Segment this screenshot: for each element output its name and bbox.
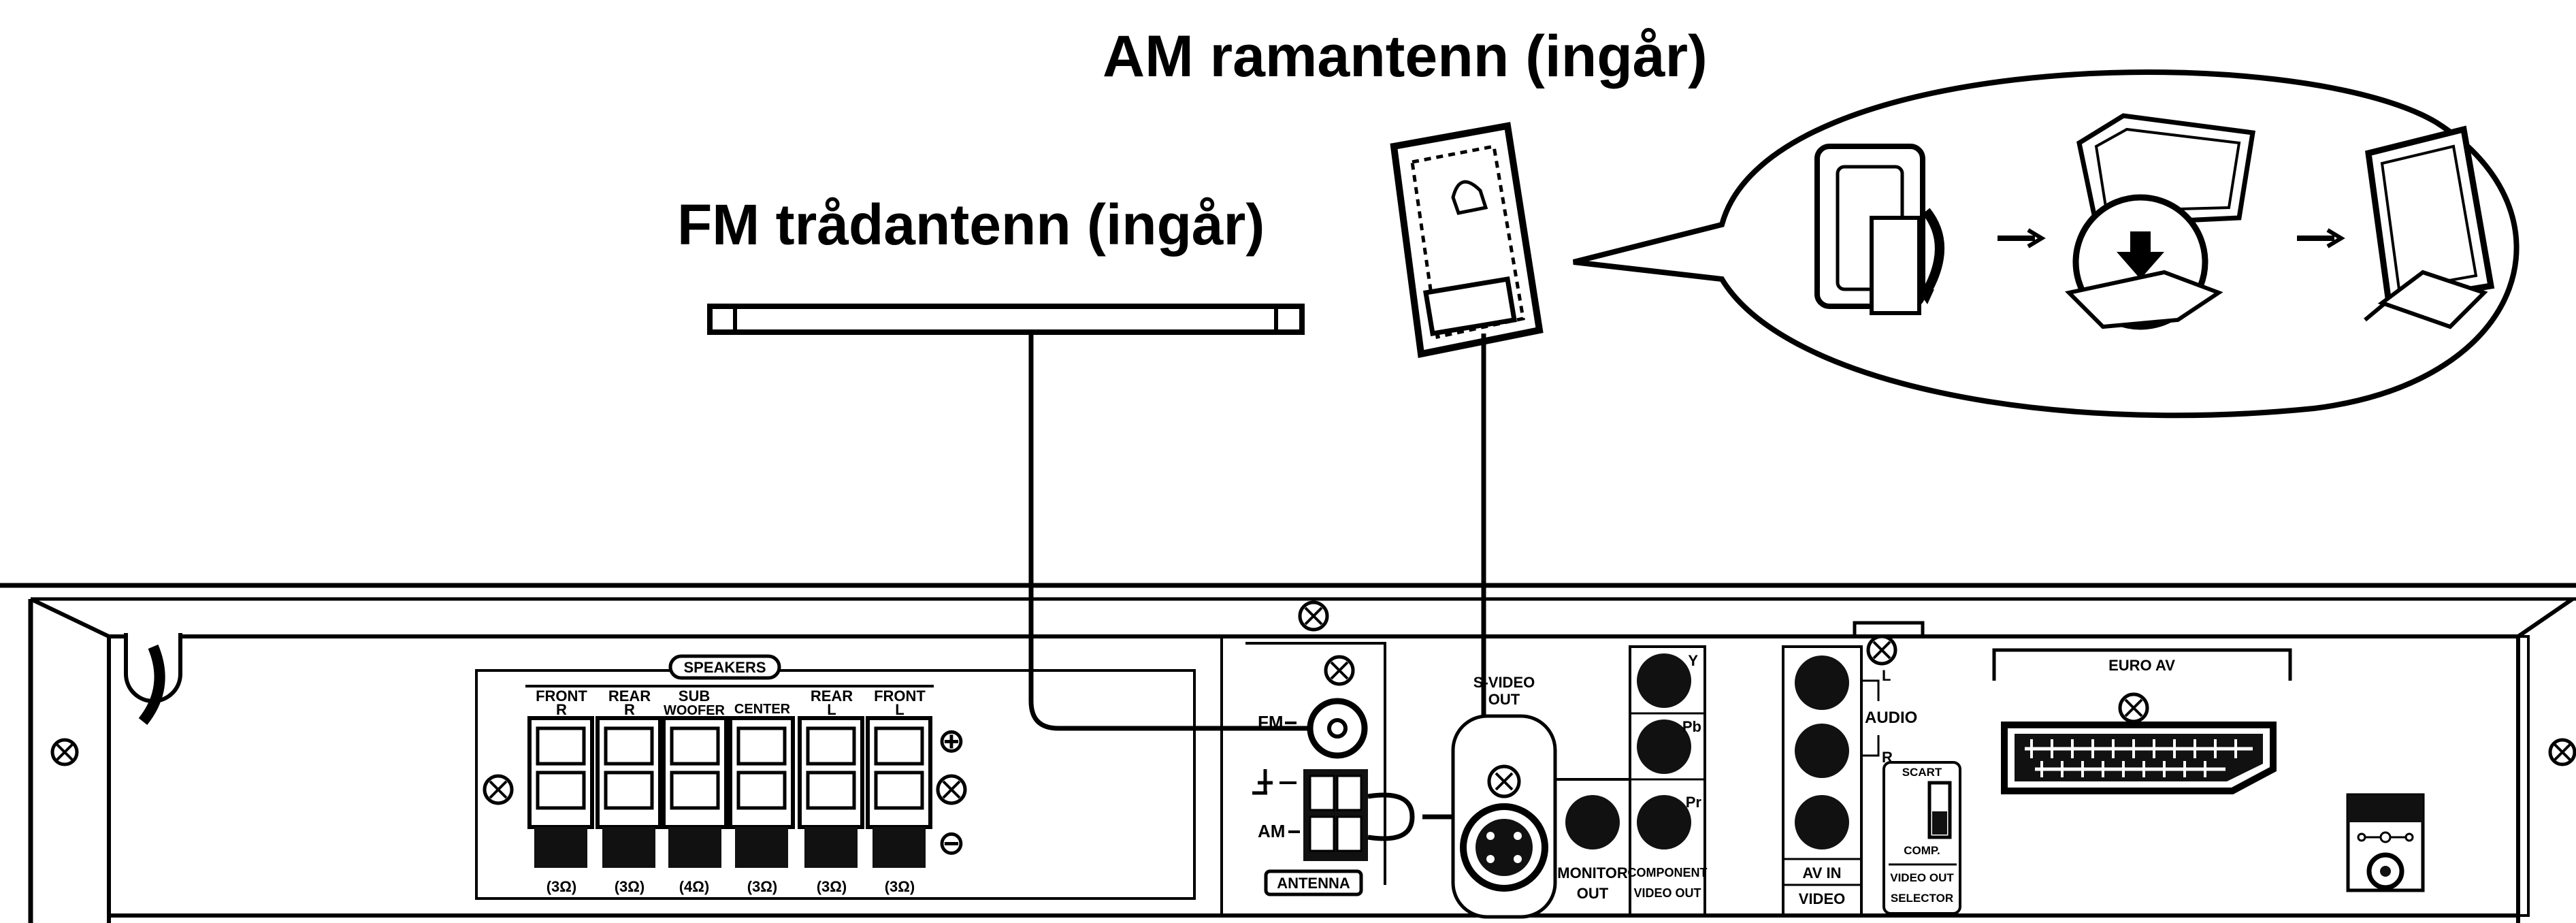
monitor-out-jack [1565,795,1620,849]
av-in-label: AV IN [1802,864,1841,881]
receiver-back-panel [0,583,2576,923]
fm-cable [1028,332,1320,731]
component-pb-jack [1637,719,1691,774]
component-pb-label: Pb [1682,718,1701,735]
monitor-component-block: MONITOR OUT Y Pb Pr COMPONENT VIDEO OUT [1555,645,1708,917]
channel-impedance: (3Ω) [747,878,778,895]
selector-label-1: VIDEO OUT [1890,871,1954,884]
channel-label-2: WOOFER [664,703,725,718]
antenna-terminals: FM AM ANTENNA [1245,642,1415,896]
av-video-label: VIDEO [1799,890,1845,907]
speaker-channel: REAR L (3Ω) [798,687,864,895]
audio-l-jack [1795,655,1849,710]
speakers-block: SPEAKERS FRONT R (3Ω) REAR R (3Ω) [483,654,967,895]
minus-symbol: ⊖ [937,824,966,862]
audio-r-jack [1795,724,1849,778]
euro-av-block: EURO AV [1992,648,2292,794]
euro-av-label: EURO AV [2108,657,2175,674]
component-pr-label: Pr [1686,794,1702,811]
monitor-label-2: OUT [1577,885,1609,902]
antenna-label: ANTENNA [1277,875,1350,892]
channel-impedance: (3Ω) [547,878,577,895]
speaker-channel: SUB WOOFER (4Ω) [662,687,728,895]
selector-scart-label: SCART [1902,766,1942,779]
channel-impedance: (3Ω) [817,878,847,895]
component-label-1: COMPONENT [1628,866,1708,879]
step1-antenna-icon [1814,144,1944,315]
component-y-label: Y [1688,652,1698,669]
scart-pins [2025,739,2253,777]
power-jack [2346,793,2425,892]
svideo-label-1: S-VIDEO [1473,674,1535,691]
step3-antenna-icon [2364,125,2495,329]
channel-label-2: L [895,701,904,718]
channel-label-2: R [624,701,635,718]
am-terminal-label: AM [1258,821,1285,841]
step2-antenna-icon [2064,113,2256,330]
speakers-header: SPEAKERS [683,659,766,676]
selector-label-2: SELECTOR [1891,892,1953,905]
component-y-jack [1637,653,1691,708]
svideo-out-jack: S-VIDEO OUT [1451,674,1557,919]
channel-label-2: CENTER [734,702,791,717]
am-loop-antenna [1390,122,1544,358]
channel-label-1: FRONT [536,687,587,705]
fm-wire-antenna [707,304,1305,335]
speaker-channel: FRONT R (3Ω) [527,687,594,895]
channel-impedance: (4Ω) [679,878,710,895]
audio-l-label: L [1882,667,1891,684]
am-assembly-callout [1573,69,2520,419]
video-out-selector: SCART COMP. VIDEO OUT SELECTOR [1882,761,1961,915]
channel-impedance: (3Ω) [885,878,915,895]
speaker-channel: FRONT L (3Ω) [866,687,932,895]
channel-label-1: SUB [679,687,710,705]
selector-comp-label: COMP. [1904,844,1940,857]
channel-label-1: FRONT [874,687,926,705]
channel-label-2: R [556,701,567,718]
fm-antenna-title: FM trådantenn (ingår) [677,193,1265,257]
component-pr-jack [1637,795,1691,849]
channel-impedance: (3Ω) [615,878,645,895]
svideo-label-2: OUT [1488,691,1520,708]
channel-label-1: REAR [811,687,853,705]
fm-terminal-label: FM [1258,712,1284,732]
channel-label-2: L [827,701,836,718]
plus-symbol: ⊕ [937,722,966,760]
av-in-video-jack [1795,795,1849,849]
speaker-channel: CENTER (3Ω) [728,702,795,895]
am-antenna-title: AM ramantenn (ingår) [1103,24,1708,89]
component-label-2: VIDEO OUT [1633,886,1701,900]
av-in-block: L AUDIO R AV IN VIDEO [1782,621,1925,917]
channel-label-1: REAR [608,687,651,705]
audio-label: AUDIO [1865,709,1917,727]
speaker-channel: REAR R (3Ω) [596,687,662,895]
monitor-label-1: MONITOR [1557,864,1628,881]
